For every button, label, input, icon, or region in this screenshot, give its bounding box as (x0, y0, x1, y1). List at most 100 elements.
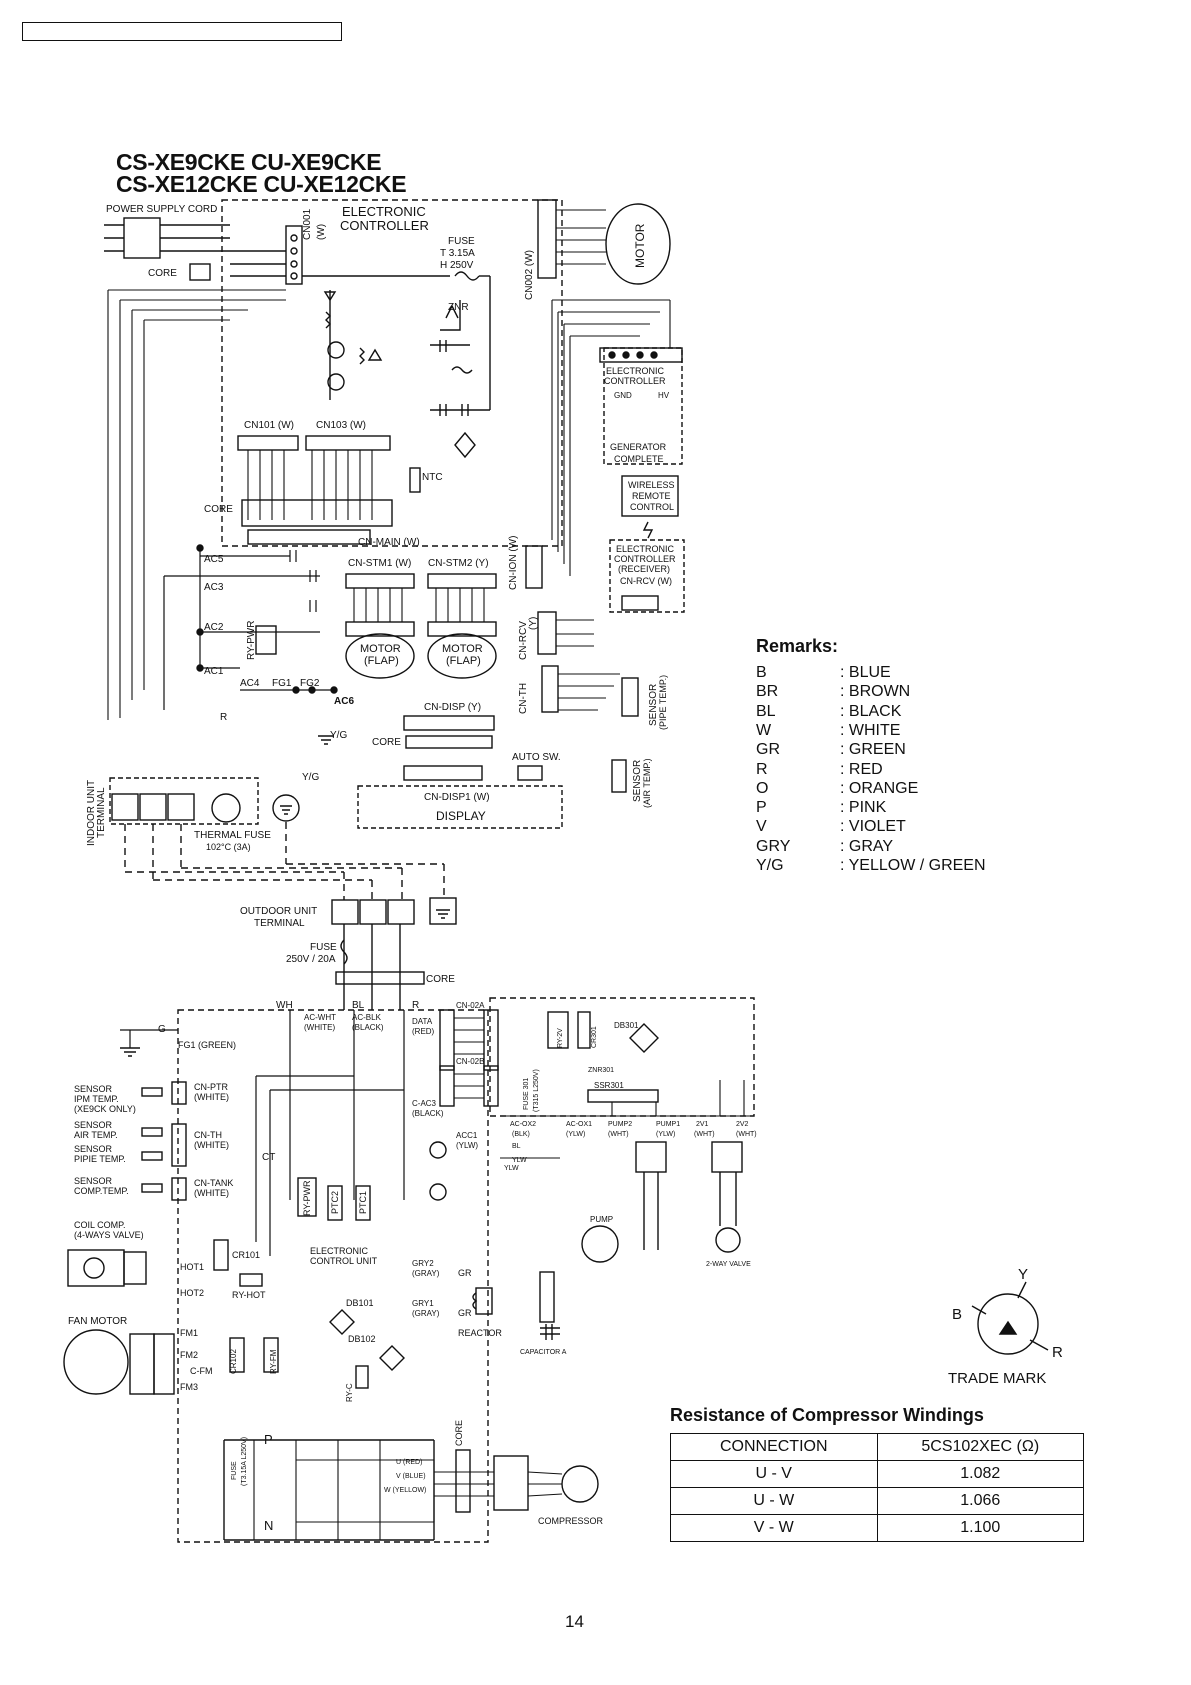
label-fuse-ipm: FUSE (231, 1461, 238, 1480)
label-cn-ion: CN-ION (W) (508, 536, 519, 590)
label-fuse-outdoor-rating: 250V / 20A (286, 954, 336, 965)
label-c-ac3: C-AC3 (412, 1099, 437, 1108)
ry-c-relay (355, 1365, 369, 1389)
label-sensor-air-out: SENSOR (74, 1120, 113, 1130)
header-box (22, 22, 342, 41)
remark-code: O (756, 779, 769, 797)
label-yg-2: Y/G (302, 772, 319, 783)
label-cn02a: CN-02A (456, 1001, 485, 1010)
label-bl-out: BL (352, 1000, 365, 1011)
label-sensor-air-out-2: AIR TEMP. (74, 1130, 118, 1140)
label-ac4: AC4 (240, 678, 260, 689)
label-fuse301: FUSE 301 (523, 1078, 530, 1110)
core-cn-main (241, 499, 393, 527)
db301 (629, 1023, 659, 1053)
remark-meaning: : BLACK (840, 702, 902, 720)
label-g: G (158, 1024, 166, 1035)
label-fg2: FG2 (300, 678, 320, 689)
label-gr-2: GR (458, 1308, 472, 1318)
remark-code: Y/G (756, 857, 784, 874)
label-cn-main: CN-MAIN (W) (358, 537, 420, 548)
label-cr102: CR102 (229, 1349, 238, 1374)
core-outdoor (335, 971, 425, 985)
label-cn001-w: (W) (316, 224, 327, 240)
label-cn002: CN002 (W) (524, 250, 535, 300)
resistance-value: 1.082 (876, 1460, 1084, 1488)
core-compressor (455, 1449, 471, 1513)
label-2v1: 2V1 (696, 1121, 709, 1128)
label-cn103: CN103 (W) (316, 420, 366, 431)
label-znr: ZNR (448, 302, 469, 313)
label-flap-2: (FLAP) (446, 655, 481, 667)
remark-meaning: : PINK (840, 799, 887, 817)
label-outdoor-terminal-2: TERMINAL (254, 918, 305, 929)
resistance-value: 1.100 (876, 1514, 1084, 1542)
label-db101: DB101 (346, 1298, 374, 1308)
label-core-top: CORE (148, 268, 177, 279)
label-db301: DB301 (614, 1021, 639, 1030)
label-yg-1: Y/G (330, 730, 347, 741)
remark-code: R (756, 760, 768, 778)
sensor-air-temp (611, 759, 627, 793)
table-row: U - W 1.066 (670, 1487, 1084, 1515)
resistance-connection: U - W (670, 1487, 878, 1515)
label-sensor-pipe-out-2: PIPIE TEMP. (74, 1154, 126, 1164)
label-r-out: R (412, 1000, 419, 1011)
list-item: Y/G: YELLOW / GREEN (756, 857, 986, 875)
fuse-indoor (454, 271, 480, 281)
compressor (561, 1465, 599, 1503)
label-v-blue: V (BLUE) (396, 1473, 426, 1480)
label-cn-disp1: CN-DISP1 (W) (424, 792, 490, 803)
remark-code: B (756, 664, 767, 681)
label-ac6: AC6 (334, 696, 354, 707)
ptc1 (355, 1185, 371, 1221)
label-cn-tank-2: (WHITE) (194, 1188, 229, 1198)
label-ac-blk-2: (BLACK) (352, 1023, 384, 1032)
fan-motor-outdoor (63, 1329, 129, 1395)
label-gry1-2: (GRAY) (412, 1309, 440, 1318)
label-rcv-1: ELECTRONIC (616, 544, 675, 554)
label-ry2v: RY-2V (557, 1028, 564, 1048)
ground-outdoor (120, 1047, 140, 1057)
label-ac5: AC5 (204, 554, 224, 565)
label-fuse-rating-1: T 3.15A (440, 248, 475, 259)
cr101 (213, 1239, 229, 1271)
label-db102: DB102 (348, 1334, 376, 1344)
label-pump2: PUMP2 (608, 1121, 632, 1128)
ssr301 (587, 1089, 659, 1103)
label-bl-small: BL (512, 1143, 521, 1150)
label-core-disp: CORE (372, 737, 401, 748)
label-power-supply-cord: POWER SUPPLY CORD (106, 204, 217, 215)
label-cr101: CR101 (232, 1250, 260, 1260)
label-znr301: ZNR301 (588, 1067, 614, 1074)
label-ac-ox1: AC-OX1 (566, 1121, 592, 1128)
table-row: V - W 1.100 (670, 1514, 1084, 1542)
list-item: O: ORANGE (756, 780, 918, 798)
list-item: B: BLUE (756, 664, 891, 682)
label-cn101: CN101 (W) (244, 420, 294, 431)
remark-code: P (756, 799, 767, 817)
label-gen-ec-1: ELECTRONIC (606, 366, 665, 376)
pump (581, 1225, 619, 1263)
label-hot1: HOT1 (180, 1262, 204, 1272)
motor-flap-2 (427, 633, 497, 679)
resistance-title: Resistance of Compressor Windings (670, 1405, 984, 1425)
label-motor-top: MOTOR (633, 223, 647, 268)
cn-02a-connector (439, 1009, 455, 1071)
label-fuse-ipm-2: (T3.15A L250V) (241, 1437, 248, 1486)
cn-ion-connector (525, 545, 543, 589)
label-cn02b: CN-02B (456, 1057, 484, 1066)
label-sensor-air-2: (AIR TEMP.) (642, 758, 652, 808)
label-gen-complete-2: COMPLETE (614, 454, 664, 464)
list-item: V: VIOLET (756, 818, 906, 836)
label-c-ac3-2: (BLACK) (412, 1109, 444, 1118)
label-ry-pwr: RY-PWR (246, 621, 257, 660)
label-core-bottom: CORE (454, 1420, 464, 1446)
label-controller: CONTROLLER (340, 218, 429, 233)
list-item: BR: BROWN (756, 683, 910, 701)
remark-code: GR (756, 741, 780, 759)
cn-disp-connector (403, 715, 495, 731)
cn101-connector (237, 435, 299, 451)
display-box (357, 785, 563, 829)
cn-rcv-y-connector (537, 611, 557, 655)
